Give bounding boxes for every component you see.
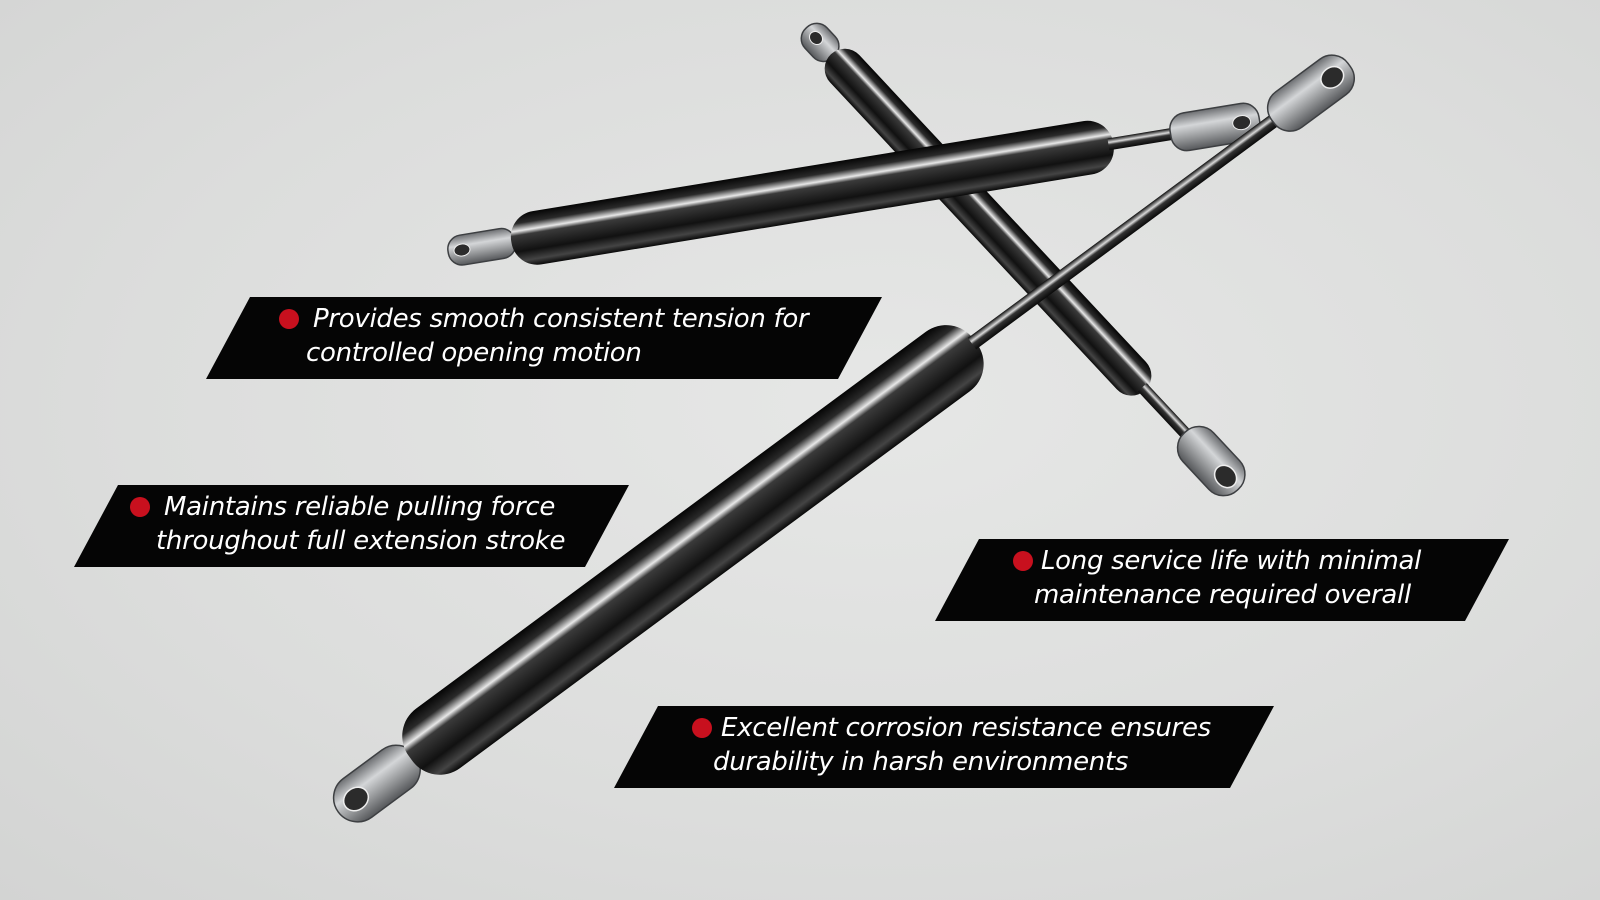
red-dot-icon [130,497,150,517]
red-dot-icon [1013,551,1033,571]
callout-line-2: controlled opening motion [306,338,642,368]
callout-line-1: Excellent corrosion resistance ensures [721,713,1211,743]
strut-end-fitting [447,227,517,266]
gas-strut-back [800,22,1246,497]
strut-body [402,325,984,775]
strut-end-fitting [1176,425,1246,497]
callout-line-1: Maintains reliable pulling force [164,492,556,522]
gas-strut-top [447,102,1261,266]
strut-rod [1107,127,1179,151]
callout-line-2: maintenance required overall [1034,580,1411,610]
callout-line-1: Provides smooth consistent tension for [313,304,809,334]
feature-callout-corrosion: Excellent corrosion resistance ensures d… [614,706,1274,788]
strut-end-fitting [1266,54,1356,132]
strut-rod [1137,383,1195,443]
strut-body [824,48,1152,396]
feature-callout-service-life: Long service life with minimal maintenan… [935,539,1509,621]
callout-line-1: Long service life with minimal [1041,546,1422,576]
feature-callout-tension: Provides smooth consistent tension for c… [206,297,882,379]
gas-strut-front [332,54,1356,823]
red-dot-icon [279,309,299,329]
red-dot-icon [692,718,712,738]
strut-rod [967,109,1286,350]
callout-line-2: throughout full extension stroke [156,526,566,556]
callout-line-2: durability in harsh environments [713,747,1129,777]
feature-callout-pulling-force: Maintains reliable pulling force through… [74,485,629,567]
strut-body [510,120,1114,265]
